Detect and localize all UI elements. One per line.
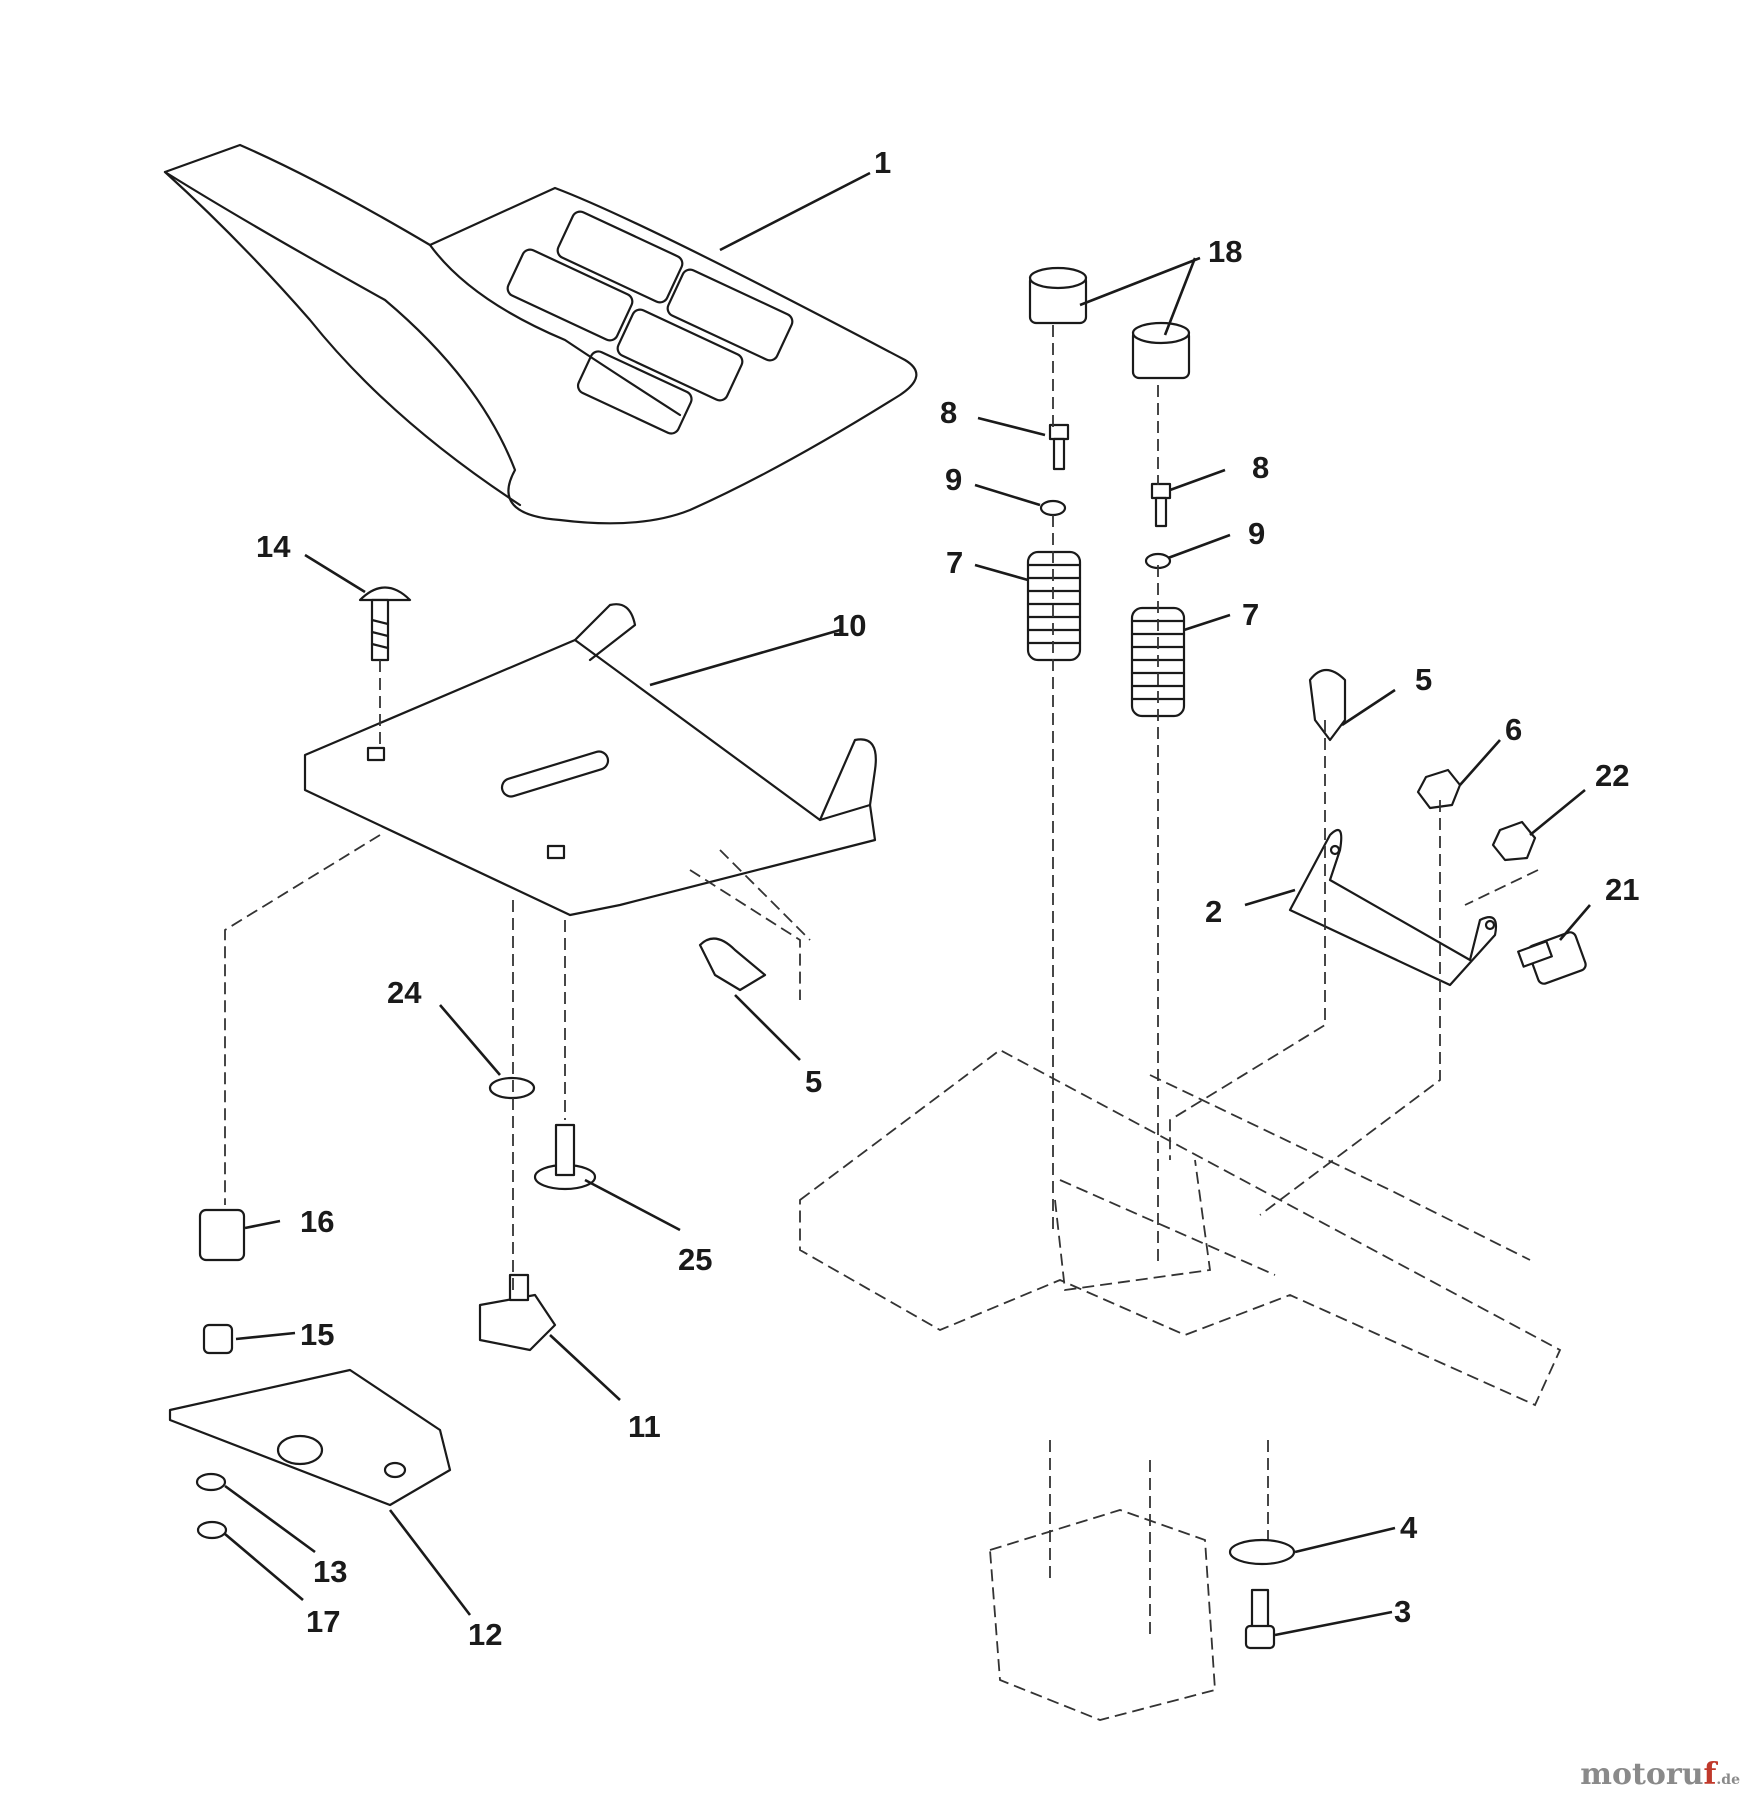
bracket [1288,828,1498,987]
callout-numbers: 1 18 8 9 7 8 9 7 5 6 22 21 2 10 14 24 5 … [256,145,1639,1652]
callout-16: 16 [300,1204,334,1239]
callout-8-left: 8 [940,395,957,430]
screws-washers [1039,423,1172,570]
callout-5-right: 5 [1415,662,1432,697]
callout-18: 18 [1208,234,1242,269]
callout-10: 10 [832,608,866,643]
callout-2: 2 [1205,894,1222,929]
seat-pan [303,603,877,917]
washer-bolt-lower [1228,1538,1296,1650]
callout-7-left: 7 [946,545,963,580]
callout-15: 15 [300,1317,334,1352]
callout-1: 1 [874,145,891,180]
callout-17: 17 [306,1604,340,1639]
callout-9-right: 9 [1248,516,1265,551]
callout-3: 3 [1394,1594,1411,1629]
leader-lines [224,171,1591,1637]
knob-washer-bolt [478,1076,597,1352]
frame-outline [799,1048,1562,1721]
callout-22: 22 [1595,758,1629,793]
clips [698,668,1347,992]
watermark-logo: motoruf.de [1580,1757,1740,1792]
carriage-bolt [358,586,412,662]
callout-24: 24 [387,975,422,1010]
slide-plate [168,1208,452,1540]
callout-12: 12 [468,1617,502,1652]
callout-8-right: 8 [1252,450,1269,485]
callout-11: 11 [628,1409,661,1444]
callout-21: 21 [1605,872,1639,907]
spring-left [1026,550,1082,662]
watermark-suffix: .de [1716,1772,1740,1788]
callout-7-right: 7 [1242,597,1259,632]
nuts-bolt [1416,768,1587,985]
spacer-right [1131,321,1191,380]
callout-14: 14 [256,529,291,564]
callout-13: 13 [313,1554,347,1589]
callout-5-left: 5 [805,1064,822,1099]
callout-25: 25 [678,1242,712,1277]
seat [163,143,918,525]
watermark-text: motoruf [1580,1757,1717,1792]
callout-4: 4 [1400,1510,1418,1545]
callout-9-left: 9 [945,462,962,497]
assembly-lines [224,325,1539,1540]
callout-6: 6 [1505,712,1522,747]
spacer-left [1028,266,1088,325]
